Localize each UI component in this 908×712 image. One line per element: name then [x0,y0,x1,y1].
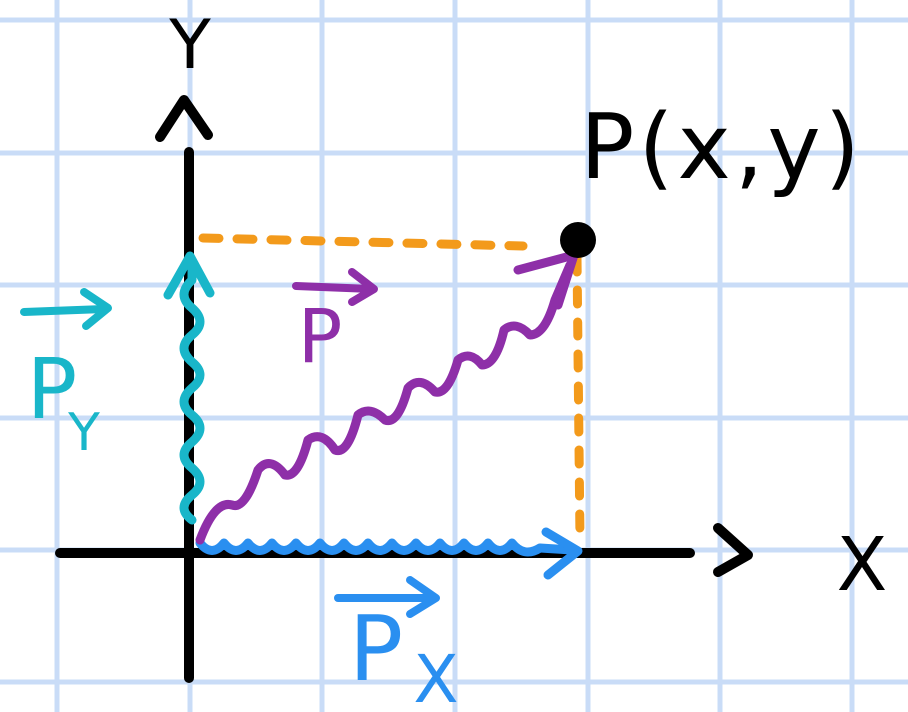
vector-py-label: P [27,340,78,438]
x-axis-arrowhead [713,523,753,577]
vector-px [195,527,583,580]
x-axis-label: X [837,522,888,608]
vector-py-arrowhead [163,251,215,300]
point-p-dot [560,222,596,258]
px-label-arrow [334,576,440,618]
vector-py [163,251,215,525]
py-label-arrow [20,288,112,330]
vector-py-subscript: Y [67,403,100,463]
y-axis-arrowhead [155,95,213,142]
point-p-label: P(x,y) [580,95,864,200]
y-axis-label: Y [168,6,211,85]
vector-label-arrows [20,268,440,618]
vector-px-label: P [349,597,403,702]
vector-p-label: P [298,294,343,380]
vector-px-arrowhead [541,527,583,580]
horizontal-projection [198,233,528,251]
projection-lines [198,233,585,545]
vertical-projection [572,253,585,545]
p-label-arrow [292,268,378,306]
vector-px-subscript: X [413,641,458,712]
